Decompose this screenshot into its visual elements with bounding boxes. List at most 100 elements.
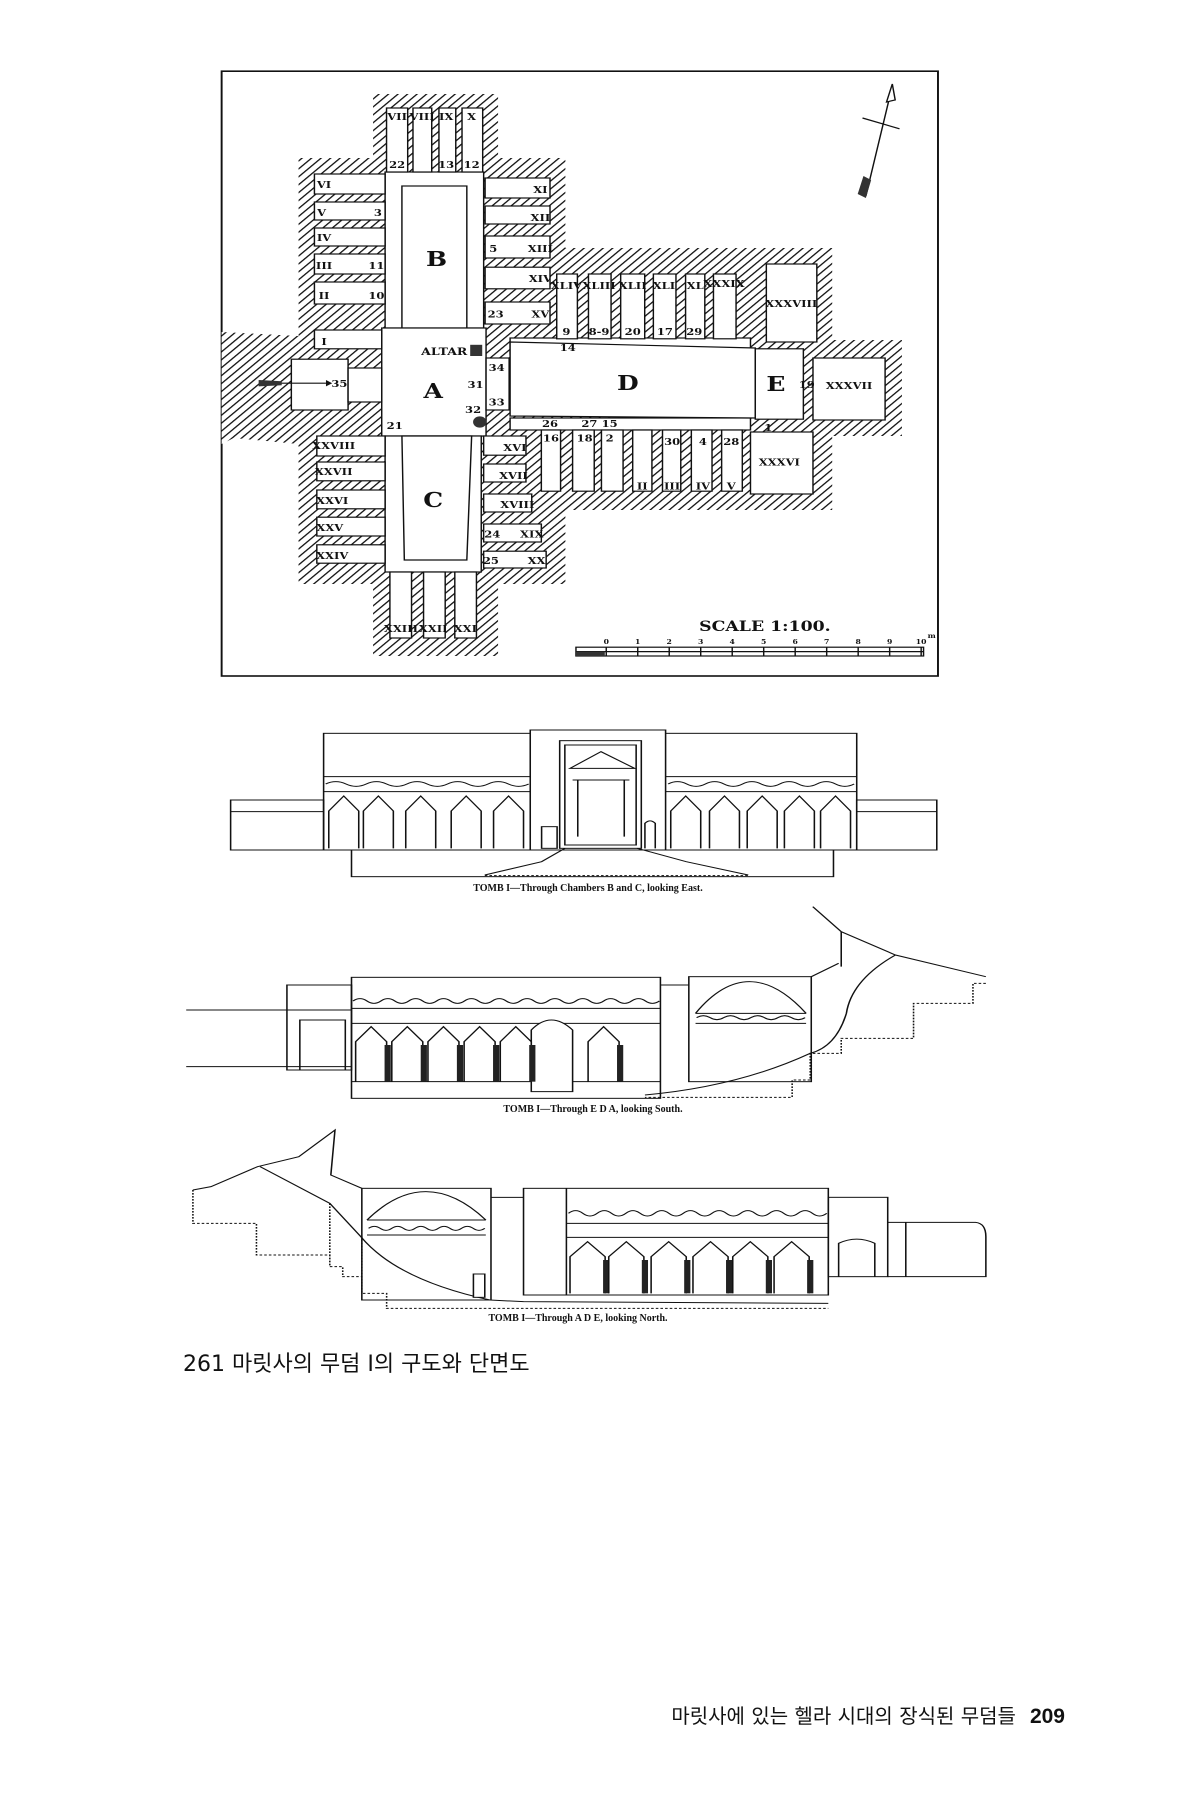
loculus bbox=[316, 544, 386, 564]
plan-label: 19 bbox=[799, 379, 815, 391]
loculus bbox=[484, 235, 551, 259]
chamber-e-label: E bbox=[766, 372, 785, 396]
loculus bbox=[484, 177, 551, 199]
loculus bbox=[482, 493, 533, 513]
plan-label: XXVI bbox=[316, 495, 348, 507]
chamber-letters: A B C D E ALTAR bbox=[420, 247, 785, 513]
plan-label: XXXVI bbox=[759, 457, 800, 469]
arch bbox=[587, 1025, 620, 1082]
arch bbox=[569, 1240, 606, 1294]
plan-label: 26 bbox=[542, 418, 558, 430]
plan-label: 23 bbox=[488, 309, 504, 321]
loculus bbox=[316, 461, 386, 482]
plan-label: XIII bbox=[528, 243, 553, 255]
arch bbox=[450, 795, 482, 849]
plan-label: 17 bbox=[657, 326, 673, 338]
plan-label: XVI bbox=[503, 442, 526, 454]
loculus bbox=[422, 571, 446, 639]
plan-label: 5 bbox=[489, 243, 497, 255]
section-south-drawing bbox=[186, 906, 987, 1099]
scale-tick-label: 3 bbox=[698, 638, 703, 646]
section-north-drawing bbox=[192, 1128, 987, 1309]
plan-label: 2 bbox=[606, 433, 614, 445]
arch bbox=[391, 1025, 424, 1082]
arch bbox=[819, 795, 852, 849]
chamber-a-label: A bbox=[422, 379, 444, 403]
loculus bbox=[313, 253, 386, 275]
loculus bbox=[389, 571, 413, 639]
section-east-drawing bbox=[229, 729, 938, 878]
loculus bbox=[313, 281, 386, 305]
column bbox=[726, 1260, 733, 1294]
scale-tick-label: 0 bbox=[604, 638, 609, 646]
column bbox=[493, 1045, 500, 1082]
wave-frieze bbox=[567, 1210, 828, 1217]
chambers bbox=[290, 171, 886, 573]
plan-label: 27 bbox=[581, 418, 597, 430]
column bbox=[807, 1260, 814, 1294]
loculus bbox=[438, 107, 457, 173]
loculus bbox=[482, 435, 527, 456]
plan-label: 11 bbox=[368, 260, 384, 272]
loculus bbox=[484, 205, 551, 225]
plan-label: XXXVII bbox=[826, 380, 873, 392]
wave-frieze bbox=[667, 781, 855, 787]
loculus bbox=[313, 227, 386, 247]
column-32 bbox=[473, 416, 487, 428]
plan-label: 31 bbox=[467, 379, 483, 391]
scale-title: SCALE 1:100. bbox=[699, 618, 831, 635]
plan-label: XXXVIII bbox=[765, 298, 817, 310]
loculus bbox=[631, 429, 653, 492]
plan-label: XVII bbox=[499, 470, 528, 482]
scale-tick-label: 6 bbox=[793, 638, 798, 646]
wave-frieze bbox=[325, 781, 530, 787]
plan-label: VI bbox=[316, 179, 331, 191]
arch bbox=[746, 795, 778, 849]
plan-label: 8-9 bbox=[589, 326, 610, 338]
arch bbox=[692, 1240, 729, 1294]
plan-label: 16 bbox=[543, 433, 559, 445]
figure-caption: 261 마릿사의 무덤 I의 구도와 단면도 bbox=[183, 1352, 530, 1377]
column bbox=[420, 1045, 427, 1082]
plan-label: IV bbox=[317, 232, 332, 244]
loculus bbox=[600, 429, 624, 492]
plan-label: XLII bbox=[619, 280, 647, 292]
running-title: 마릿사에 있는 헬라 시대의 장식된 무덤들 bbox=[671, 1704, 1016, 1728]
plan-label: 28 bbox=[723, 436, 739, 448]
loculus bbox=[540, 429, 562, 492]
column bbox=[765, 1260, 773, 1294]
loculus bbox=[556, 273, 579, 340]
loculus bbox=[684, 273, 706, 340]
plan-label: 25 bbox=[483, 555, 499, 567]
scale-tick-label: 5 bbox=[761, 638, 766, 646]
plan-label: XXVII bbox=[315, 466, 353, 478]
north-arrow bbox=[857, 83, 900, 198]
plan-label: XIV bbox=[529, 273, 553, 285]
loculus bbox=[313, 201, 386, 221]
arch bbox=[783, 795, 816, 849]
loculus bbox=[461, 107, 484, 173]
loculus bbox=[484, 301, 551, 325]
plan-label: 21 bbox=[387, 420, 403, 432]
loculus bbox=[454, 571, 478, 639]
column bbox=[641, 1260, 649, 1294]
loculus bbox=[313, 329, 383, 350]
plan-label: XLIV bbox=[551, 280, 583, 292]
column bbox=[384, 1045, 391, 1082]
plan-label: 15 bbox=[602, 418, 618, 430]
plan-label: 20 bbox=[625, 326, 641, 338]
plan-label: XII bbox=[531, 212, 551, 224]
plan-label: VIII bbox=[408, 111, 434, 123]
plan-label: II bbox=[319, 290, 330, 302]
plan-label: XL bbox=[687, 280, 705, 292]
wave-frieze bbox=[367, 1225, 486, 1231]
plan-label: XXXIX bbox=[703, 278, 745, 290]
plan-label: XXIV bbox=[316, 550, 349, 562]
plan-label: 10 bbox=[368, 290, 384, 302]
loculus bbox=[619, 273, 646, 340]
arch bbox=[463, 1025, 496, 1082]
plan-label: XVIII bbox=[500, 499, 534, 511]
column bbox=[529, 1045, 536, 1082]
scale-tick-label: 4 bbox=[730, 638, 735, 646]
